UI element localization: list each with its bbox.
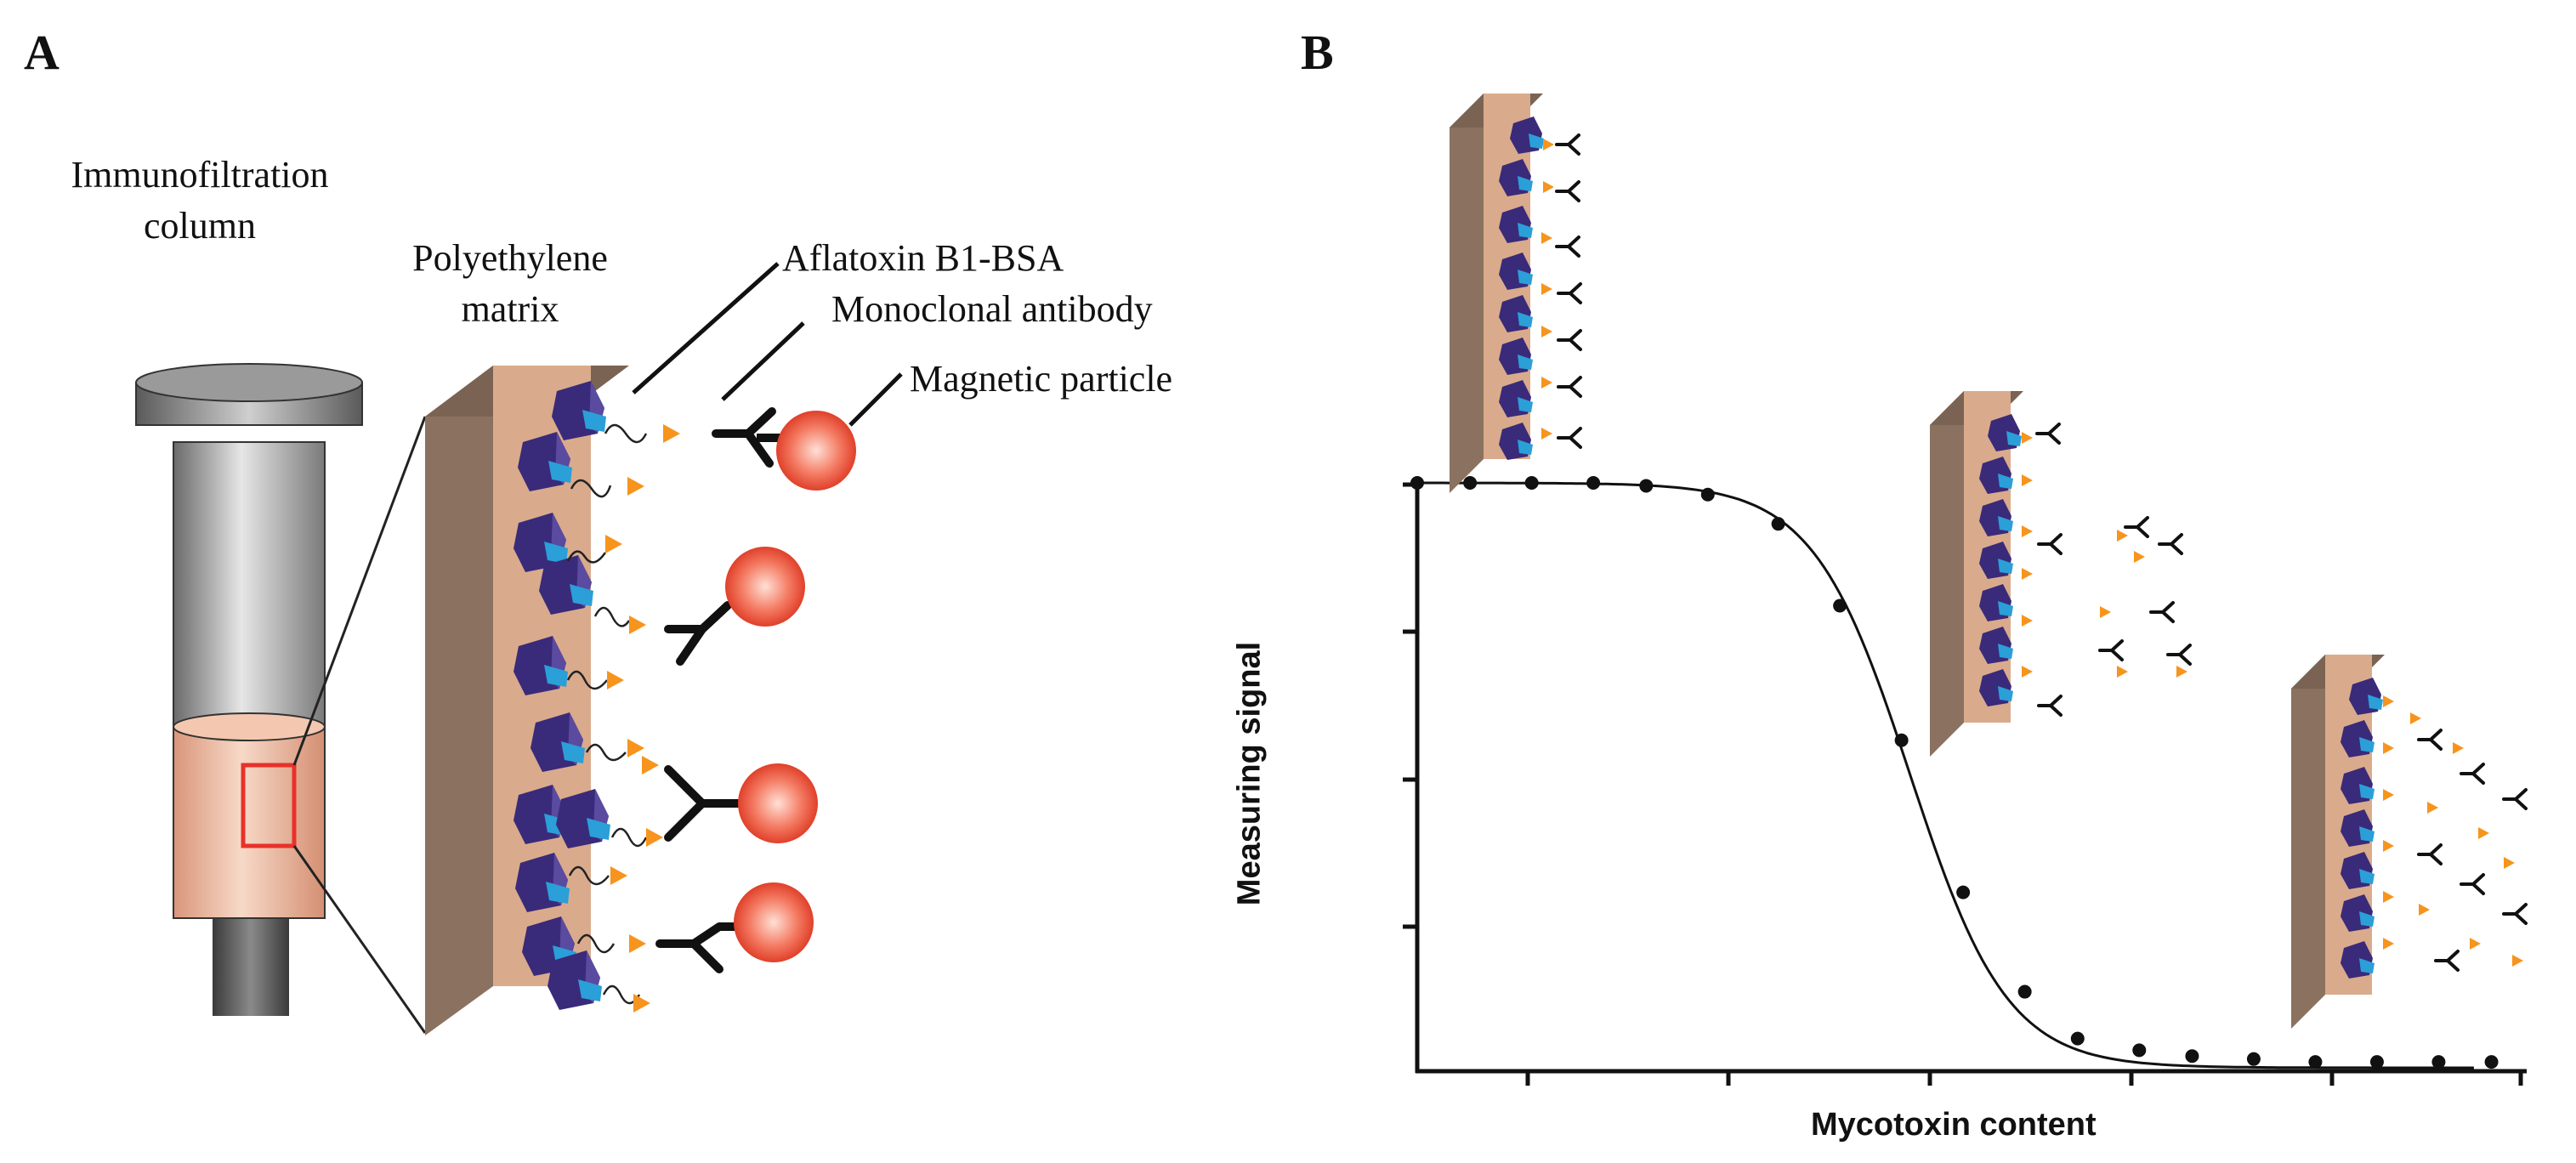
matrix-label-line2: matrix: [461, 288, 559, 330]
leader-antibody: [721, 321, 805, 401]
leader-particle: [848, 372, 903, 427]
data-point: [2070, 1031, 2085, 1046]
leader-aflatoxin: [632, 262, 780, 394]
column-label-line1: Immunofiltration: [71, 154, 329, 196]
data-point: [1586, 476, 1601, 490]
polyethylene-matrix: [425, 366, 629, 1035]
data-point: [2017, 984, 2032, 999]
panel-label-b: B: [1301, 25, 1334, 80]
data-point: [2431, 1055, 2446, 1069]
particle-label: Magnetic particle: [910, 358, 1173, 400]
data-point: [1639, 479, 1654, 493]
mini-matrix-1: [1450, 94, 1582, 493]
zoom-line-top: [292, 416, 427, 766]
data-point: [1956, 885, 1971, 899]
data-point: [2484, 1055, 2499, 1069]
data-point: [2308, 1055, 2323, 1069]
mini-matrix-2: [1930, 391, 2192, 757]
data-point: [1463, 476, 1478, 490]
data-point: [2369, 1055, 2384, 1069]
data-point: [2185, 1049, 2199, 1064]
data-point: [1771, 517, 1785, 531]
mini-matrix-3: [2291, 655, 2528, 1029]
data-points: [1410, 476, 2499, 1069]
x-axis-label: Mycotoxin content: [1811, 1107, 2097, 1143]
data-point: [1833, 599, 1847, 613]
data-point: [2132, 1043, 2147, 1058]
antibody-particle-a: [655, 407, 856, 973]
data-point: [1524, 476, 1539, 490]
column-label-line2: column: [144, 205, 256, 247]
data-point: [1410, 476, 1424, 490]
data-point: [1894, 733, 1909, 747]
matrix-label-line1: Polyethylene: [412, 237, 608, 279]
antibody-label: Monoclonal antibody: [831, 288, 1153, 330]
aflatoxin-label: Aflatoxin B1-BSA: [782, 237, 1064, 279]
immunofiltration-column: [135, 363, 363, 1016]
zoom-marker-box: [241, 763, 297, 848]
panel-label-a: A: [24, 25, 60, 80]
plot-axes: [1403, 482, 2527, 1086]
aflatoxin-triangles-a: [605, 424, 680, 1013]
data-point: [2246, 1052, 2261, 1066]
zoom-line-bottom: [292, 845, 427, 1034]
data-point: [1700, 487, 1715, 502]
